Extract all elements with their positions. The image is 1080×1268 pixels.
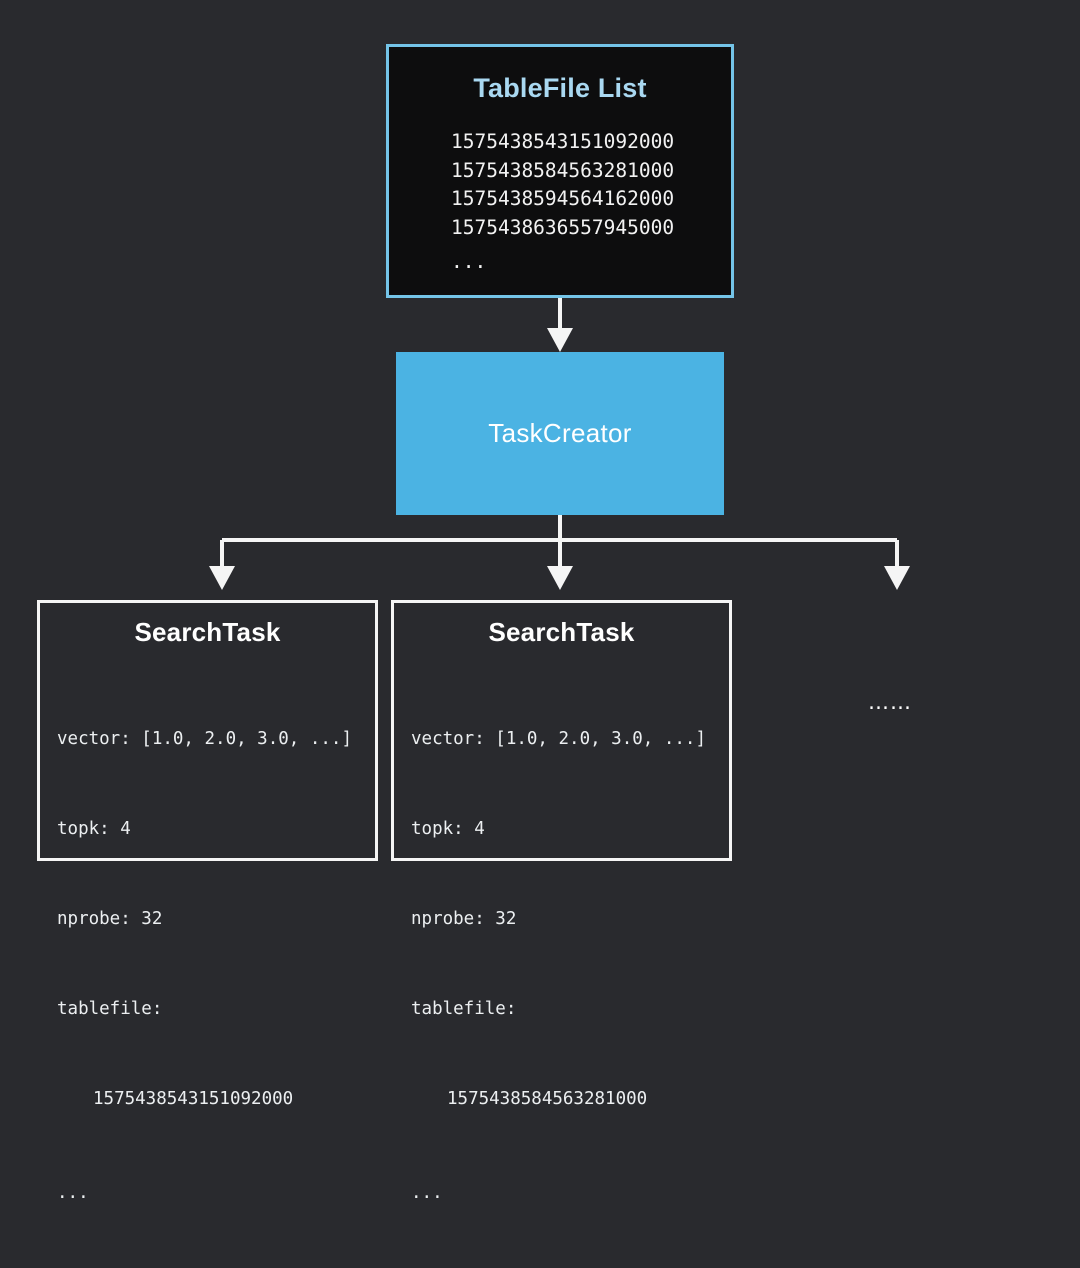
searchtask-fields: vector: [1.0, 2.0, 3.0, ...] topk: 4 npr… — [394, 664, 729, 1268]
arrow-tablefile-to-taskcreator — [547, 298, 573, 352]
tablefile-list-title: TableFile List — [473, 73, 647, 103]
searchtask-node: SearchTask vector: [1.0, 2.0, 3.0, ...] … — [391, 600, 732, 1203]
more-tasks-ellipsis: …… — [868, 690, 912, 714]
searchtask-fields: vector: [1.0, 2.0, 3.0, ...] topk: 4 npr… — [40, 664, 375, 1268]
searchtask-tablefile-label: tablefile: — [411, 999, 517, 1019]
diagram-canvas: TableFile List 1575438543151092000 15754… — [37, 44, 912, 1203]
searchtask-topk-field: topk: 4 — [411, 819, 485, 839]
searchtask-tablefile-value: 1575438584563281000 — [447, 1089, 648, 1109]
searchtask-topk-field: topk: 4 — [57, 819, 131, 839]
searchtask-tablefile-label: tablefile: — [57, 999, 163, 1019]
tablefile-id: 1575438584563281000 — [451, 158, 675, 182]
tablefile-id: 1575438543151092000 — [451, 130, 675, 153]
taskcreator-label: TaskCreator — [488, 418, 632, 448]
searchtask-tablefile-value: 1575438543151092000 — [93, 1089, 294, 1109]
tablefile-id: 1575438594564162000 — [451, 187, 675, 210]
tablefile-id-list: 1575438543151092000 1575438584563281000 … — [389, 128, 731, 277]
searchtask-node: SearchTask vector: [1.0, 2.0, 3.0, ...] … — [37, 600, 378, 1203]
tablefile-id: 1575438636557945000 — [451, 215, 675, 239]
searchtask-title: SearchTask — [134, 617, 281, 647]
searchtask-ellipsis: ... — [57, 1183, 89, 1203]
searchtask-vector-field: vector: [1.0, 2.0, 3.0, ...] — [57, 729, 353, 749]
arrow-taskcreator-fanout — [209, 515, 910, 590]
taskcreator-node: TaskCreator — [396, 352, 724, 515]
tablefile-list-ellipsis: ... — [451, 250, 487, 273]
tablefile-list-node: TableFile List 1575438543151092000 15754… — [386, 44, 734, 298]
searchtask-vector-field: vector: [1.0, 2.0, 3.0, ...] — [411, 729, 707, 749]
searchtask-ellipsis: ... — [411, 1183, 443, 1203]
searchtask-title: SearchTask — [488, 617, 635, 647]
